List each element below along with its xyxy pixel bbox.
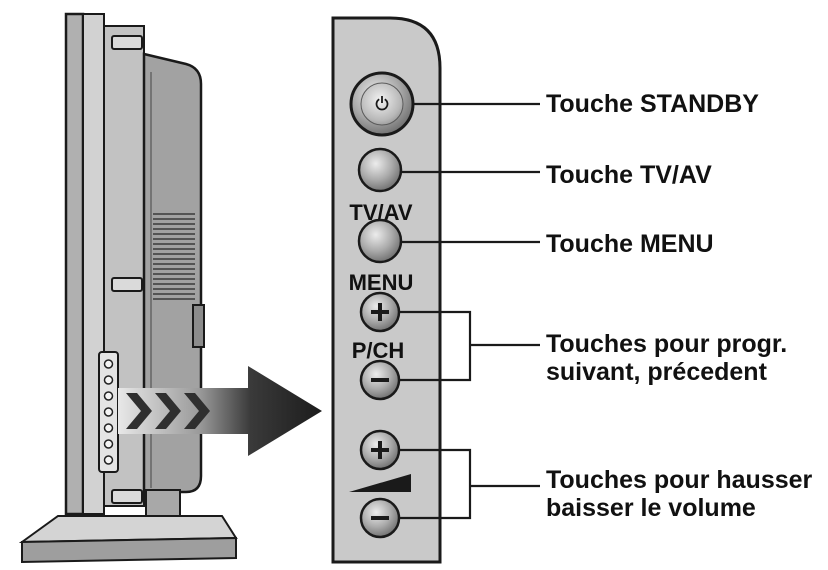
- plus-icon: [371, 303, 389, 321]
- volume-wedge-icon: [349, 474, 411, 492]
- menu-callout: Touche MENU: [546, 230, 714, 258]
- volume-up-button: [359, 429, 401, 471]
- tv-side-button-dot: [103, 455, 114, 465]
- tv-side-button-dot: [103, 423, 114, 433]
- tv-side-button-dot: [103, 375, 114, 385]
- standby-button: [349, 71, 415, 137]
- tv-back-bump: [192, 304, 205, 348]
- tv-back-cover: [142, 52, 203, 494]
- power-icon: [375, 96, 389, 111]
- arrow-shape: [118, 366, 322, 456]
- program-bracket: [399, 310, 540, 382]
- tv-stand-base-front: [21, 536, 237, 564]
- callouts: Touche STANDBY Touche TV/AV Touche MENU …: [399, 90, 813, 522]
- volume-callout-line1: Touches pour hausser: [546, 466, 813, 494]
- arrow-chevron: [155, 393, 181, 429]
- tv-mount-tab-top: [111, 35, 143, 50]
- menu-button: [357, 218, 403, 264]
- program-up-button: [359, 291, 401, 333]
- control-panel-body: [331, 16, 442, 564]
- tvav-button: [357, 147, 403, 193]
- program-callout-line2: suivant, précedent: [546, 358, 768, 386]
- standby-callout: Touche STANDBY: [546, 90, 759, 118]
- tv-side-button-dot: [103, 439, 114, 449]
- standby-button-face: [360, 82, 404, 126]
- menu-panel-label: MENU: [349, 270, 414, 295]
- tv-mount-tab-middle: [111, 277, 143, 292]
- tv-front-edge: [64, 12, 85, 516]
- tv-side-view: [18, 12, 238, 564]
- tv-side-button-dot: [103, 391, 114, 401]
- volume-bracket: [399, 448, 540, 520]
- tv-side-button-dot: [103, 359, 114, 369]
- arrow-chevron: [126, 393, 152, 429]
- tv-vent-grille: [153, 213, 195, 300]
- arrow-chevron: [184, 393, 210, 429]
- tv-mount-tab-bottom: [111, 489, 143, 504]
- tv-side-button-dot: [103, 407, 114, 417]
- volume-down-button: [359, 497, 401, 539]
- pch-panel-label: P/CH: [352, 338, 405, 363]
- program-down-button: [359, 359, 401, 401]
- program-callout-line1: Touches pour progr.: [546, 330, 787, 358]
- plus-icon: [371, 441, 389, 459]
- control-panel: TV/AV MENU P/CH: [331, 16, 442, 564]
- pointer-arrow-icon: [118, 366, 322, 456]
- tvav-callout: Touche TV/AV: [546, 161, 712, 189]
- volume-callout-line2: baisser le volume: [546, 494, 756, 522]
